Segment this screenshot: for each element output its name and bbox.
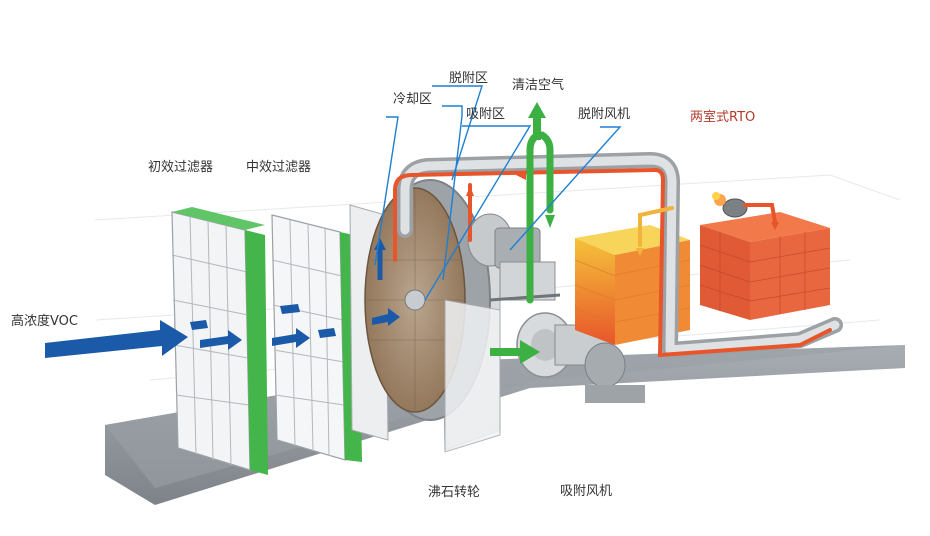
label-desorption-zone: 脱附区 bbox=[449, 71, 489, 86]
voc-flow bbox=[45, 238, 400, 358]
rto-burner bbox=[712, 192, 748, 218]
leader-lines bbox=[374, 85, 622, 301]
label-adsorption-fan: 吸附风机 bbox=[560, 484, 613, 499]
label-clean-air: 清洁空气 bbox=[512, 78, 565, 93]
overhead-pipe bbox=[397, 152, 843, 358]
label-zeolite-rotor: 沸石转轮 bbox=[428, 485, 481, 500]
label-desorption-fan: 脱附风机 bbox=[578, 107, 631, 122]
label-voc: 高浓度VOC bbox=[11, 314, 78, 329]
label-rto: 两室式RTO bbox=[690, 110, 756, 125]
label-cooling-zone: 冷却区 bbox=[393, 92, 433, 107]
clean-air-flow bbox=[490, 102, 555, 364]
label-adsorption-zone: 吸附区 bbox=[466, 107, 506, 122]
rto-chamber-2 bbox=[699, 212, 831, 320]
hot-flow bbox=[393, 167, 832, 358]
label-medium-filter: 中效过滤器 bbox=[246, 160, 312, 175]
label-primary-filter: 初效过滤器 bbox=[148, 160, 214, 175]
zeolite-rotor bbox=[349, 179, 501, 453]
